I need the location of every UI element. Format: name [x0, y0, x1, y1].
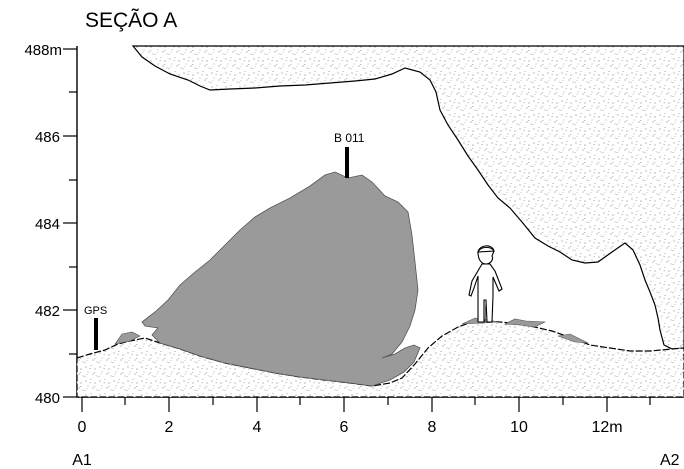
x-label: 8 [428, 419, 437, 436]
x-label: 4 [253, 419, 262, 436]
y-label: 484 [35, 216, 60, 233]
ceiling-rock [131, 45, 684, 350]
boulder [141, 171, 421, 387]
debris [114, 331, 141, 345]
station-label: B 011 [334, 131, 365, 145]
gps-label: GPS [84, 305, 107, 317]
debris [503, 318, 547, 328]
x-label: 12m [591, 419, 622, 436]
x-label: 2 [165, 419, 174, 436]
y-label: 486 [35, 129, 60, 146]
station-marker [345, 147, 349, 178]
section-title: SEÇÃO A [85, 8, 177, 32]
y-label: 480 [35, 390, 60, 407]
y-label: 482 [35, 303, 60, 320]
x-label: 0 [78, 419, 87, 436]
y-axis-ticks [63, 48, 77, 398]
endpoint-left-label: A1 [72, 452, 92, 469]
person-figure [468, 245, 503, 323]
x-axis-ticks [81, 397, 651, 412]
x-label: 10 [510, 419, 528, 436]
endpoint-right-label: A2 [660, 452, 680, 469]
y-label-top: 488m [24, 42, 62, 59]
debris [557, 333, 589, 344]
gps-marker [94, 318, 98, 350]
x-label: 6 [340, 419, 349, 436]
